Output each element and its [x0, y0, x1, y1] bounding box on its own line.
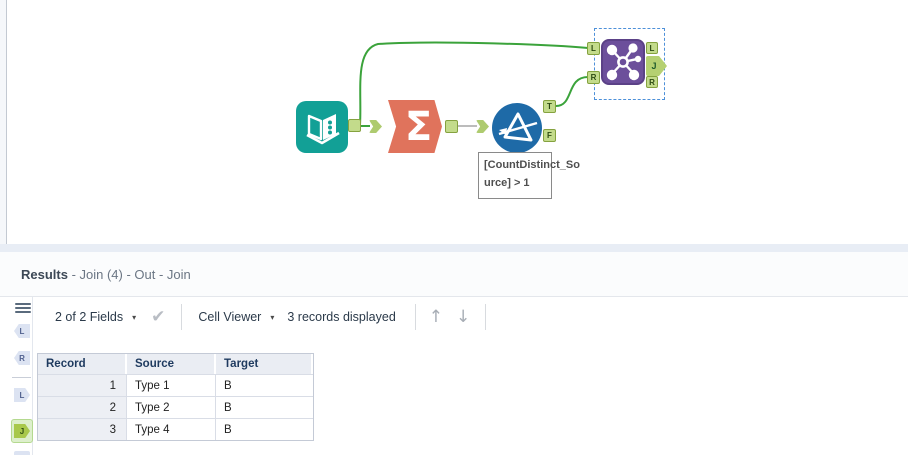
toolbar-divider [485, 304, 487, 330]
sidebar-anchor-right-input[interactable]: R [14, 351, 30, 365]
cell-record[interactable]: 2 [38, 396, 127, 418]
filter-false-anchor[interactable]: F [543, 129, 556, 142]
join-right-input-anchor[interactable]: R [587, 71, 600, 84]
results-title: Results [21, 266, 68, 282]
results-data-table[interactable]: Record Source Target 1 Type 1 B 2 Type 2… [37, 353, 314, 441]
list-view-icon[interactable] [15, 303, 31, 316]
join-output-join-anchor[interactable]: J [646, 56, 667, 76]
toolbar-divider [181, 304, 183, 330]
cell-source[interactable]: Type 4 [127, 418, 216, 440]
summarize-output-anchor[interactable] [445, 120, 458, 133]
join-output-left-anchor[interactable]: L [646, 42, 658, 54]
cell-target[interactable]: B [216, 396, 313, 418]
panel-separator[interactable] [0, 244, 908, 252]
join-tool[interactable] [601, 39, 645, 85]
toolbar-divider [414, 304, 416, 330]
filter-input-anchor[interactable] [476, 120, 489, 133]
filter-true-anchor[interactable]: T [543, 100, 556, 113]
scroll-down-icon[interactable]: ↓ [456, 307, 471, 327]
input-data-tool[interactable] [296, 101, 348, 153]
filter-annotation-box[interactable]: [CountDistinct_So urce] > 1 [478, 152, 580, 199]
results-subtitle: - Join (4) - Out - Join [67, 266, 191, 282]
annotation-line-2: urce] > 1 [484, 176, 530, 189]
column-header-target[interactable]: Target [216, 354, 313, 374]
apply-check-icon[interactable]: ✔ [151, 307, 166, 326]
canvas-left-strip [0, 0, 6, 455]
cell-record[interactable]: 1 [38, 374, 127, 396]
cell-viewer-caret-icon[interactable]: ▾ [270, 312, 275, 322]
sidebar-anchor-left-output[interactable]: L [14, 388, 30, 402]
join-network-icon [606, 43, 642, 81]
filter-tool[interactable] [492, 103, 542, 153]
column-header-record[interactable]: Record [38, 354, 127, 374]
cell-target[interactable]: B [216, 418, 313, 440]
wire-filter-true-to-join-right [555, 76, 589, 107]
cell-viewer-dropdown[interactable]: Cell Viewer [198, 310, 262, 324]
sidebar-anchor-left-input[interactable]: L [14, 324, 30, 338]
records-displayed-text: 3 records displayed [287, 310, 396, 324]
annotation-line-1: [CountDistinct_So [484, 159, 580, 171]
summarize-tool[interactable]: Σ [388, 100, 442, 153]
cell-record[interactable]: 3 [38, 418, 127, 440]
input-output-anchor[interactable] [348, 119, 361, 132]
join-output-badge: J [14, 424, 30, 438]
sidebar-anchor-join-output-selected[interactable]: J [11, 419, 33, 443]
input-data-book-icon [306, 114, 340, 145]
cell-target[interactable]: B [216, 374, 313, 396]
join-left-input-anchor[interactable]: L [587, 42, 600, 55]
results-header: Results - Join (4) - Out - Join [0, 252, 908, 297]
cell-source[interactable]: Type 1 [127, 374, 216, 396]
join-output-right-anchor[interactable]: R [646, 76, 658, 88]
summarize-input-anchor[interactable] [369, 120, 382, 133]
results-toolbar: 2 of 2 Fields ▾ ✔ Cell Viewer ▾ 3 record… [34, 297, 908, 337]
sidebar-anchor-partial[interactable] [14, 451, 30, 455]
filter-funnel-icon [498, 112, 538, 142]
sigma-glyph: Σ [404, 103, 433, 150]
fields-dropdown[interactable]: 2 of 2 Fields [55, 310, 124, 324]
column-header-source[interactable]: Source [127, 354, 216, 374]
scroll-up-icon[interactable]: ↑ [428, 307, 444, 327]
cell-source[interactable]: Type 2 [127, 396, 216, 418]
sidebar-divider [12, 377, 31, 378]
canvas-left-border [6, 0, 7, 244]
fields-dropdown-caret-icon[interactable]: ▾ [132, 312, 137, 322]
